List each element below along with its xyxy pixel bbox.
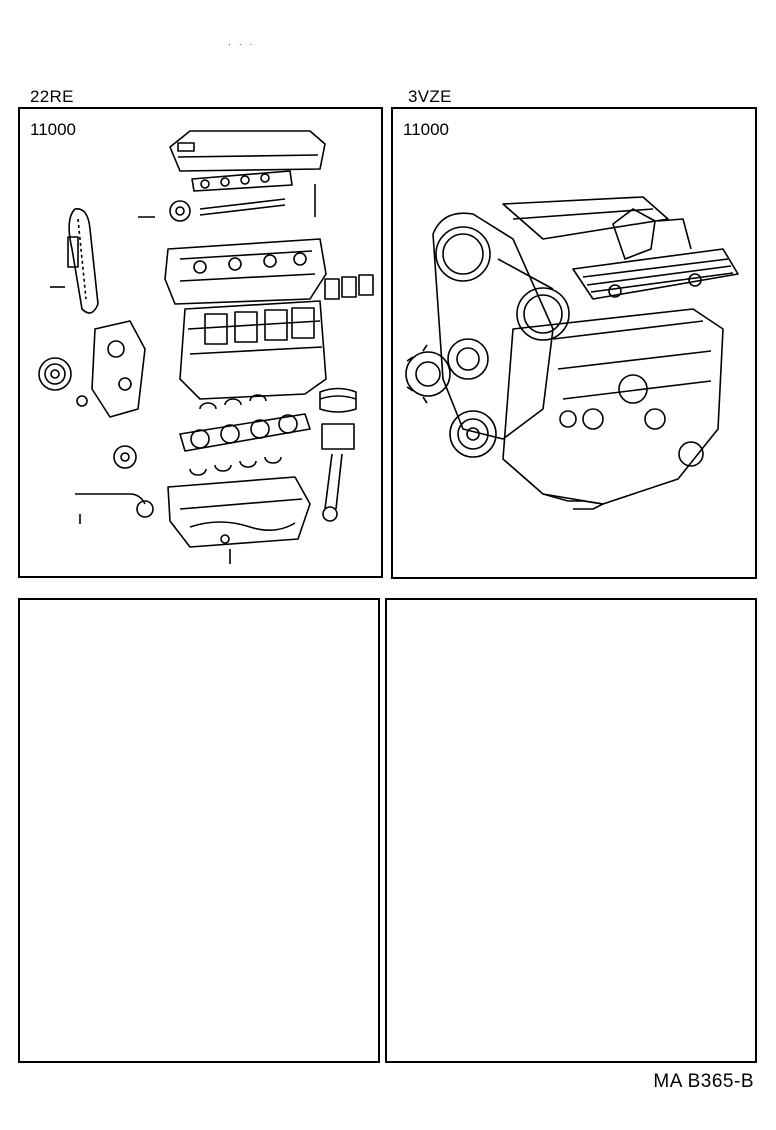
engine-exploded-view-illustration	[38, 130, 374, 564]
engine-label-3vze: 3VZE	[408, 87, 452, 106]
part-number-3vze: 11000	[403, 120, 450, 139]
engine-label-22re: 22RE	[30, 87, 74, 106]
part-number-22re: 11000	[30, 120, 77, 139]
diagram-reference: MA B365-B	[653, 1071, 754, 1092]
panel-3vze: 11000	[391, 107, 757, 579]
scan-specks: · · ·	[228, 40, 256, 49]
panel-empty-left	[18, 598, 380, 1063]
engine-assembly-illustration	[405, 196, 739, 510]
panel-22re: 11000	[18, 107, 383, 578]
panel-empty-right	[385, 598, 757, 1063]
